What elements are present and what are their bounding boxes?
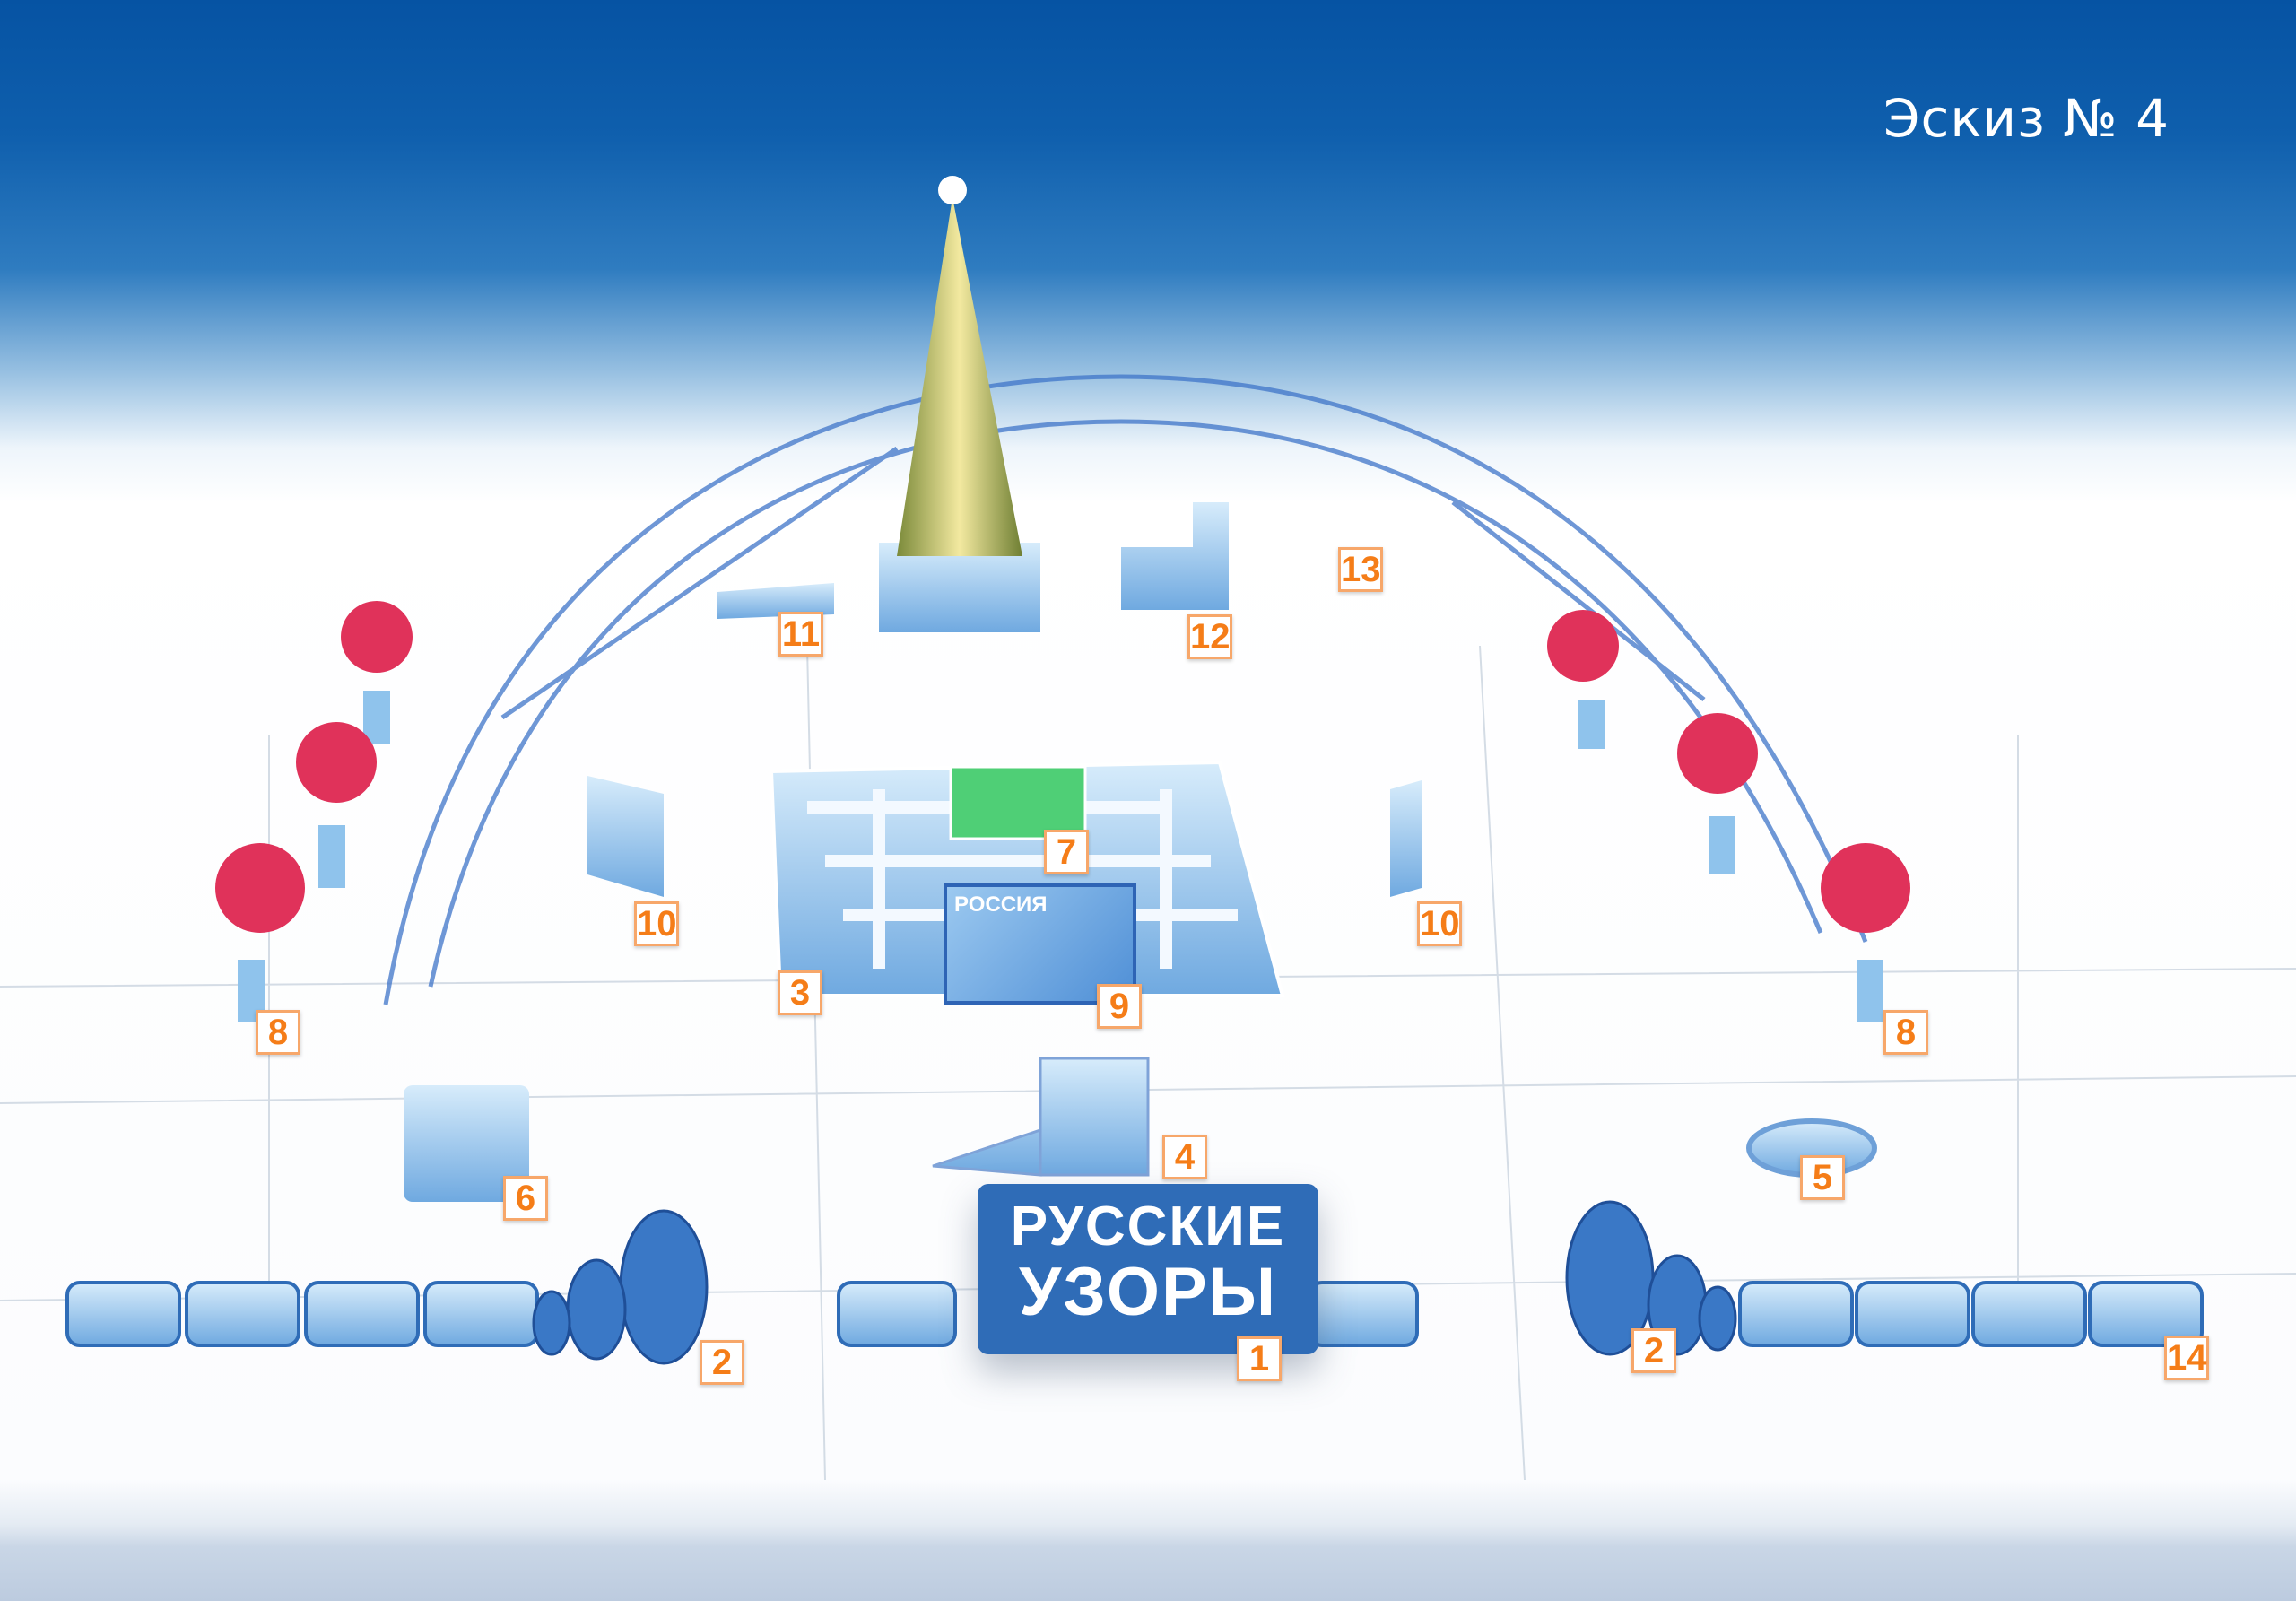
label-2-left: 2 [700,1340,744,1385]
label-13: 13 [1338,547,1383,592]
sign-line-2: УЗОРЫ [1018,1254,1278,1330]
blossom-trees [215,601,1910,1022]
sign-line-1: РУССКИЕ [1010,1196,1286,1257]
label-2-right: 2 [1631,1328,1676,1373]
arch-sketch [383,374,1868,1005]
label-14: 14 [2164,1336,2209,1380]
fences [65,1281,2204,1347]
label-8-left: 8 [256,1010,300,1055]
russia-map-panel: РОССИЯ [944,883,1136,1005]
ice-maze [769,760,1285,997]
label-5: 5 [1800,1155,1845,1200]
christmas-tree [879,176,1040,632]
label-10-left: 10 [634,901,679,946]
label-10-right: 10 [1417,901,1462,946]
label-7: 7 [1044,830,1089,874]
label-12: 12 [1187,614,1232,659]
label-3: 3 [778,970,822,1015]
label-4: 4 [1162,1135,1207,1179]
russkie-uzory-sign: РУССКИЕ УЗОРЫ [978,1184,1318,1354]
ice-panels [404,502,1877,1202]
label-6: 6 [503,1176,548,1221]
label-11: 11 [778,612,823,657]
sketch-title: Эскиз № 4 [1883,88,2170,149]
label-1: 1 [1237,1336,1282,1381]
label-8-right: 8 [1883,1010,1928,1055]
label-9: 9 [1097,984,1142,1029]
